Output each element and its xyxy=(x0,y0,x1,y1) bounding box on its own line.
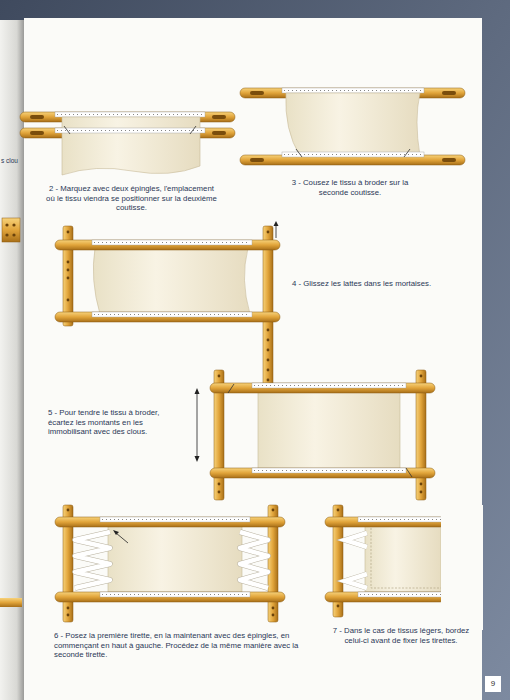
cut-off-text: s clou xyxy=(1,156,27,166)
step-caption: 7 - Dans le cas de tissus légers, bordez… xyxy=(326,626,476,645)
step-caption: 6 - Posez la première tirette, en la mai… xyxy=(54,631,306,660)
page-number: 9 xyxy=(485,676,501,692)
step-caption: 4 - Glissez les lattes dans les mortaise… xyxy=(292,279,467,289)
step-caption: 3 - Cousez le tissu à broder sur la seco… xyxy=(290,178,410,197)
step-caption: 5 - Pour tendre le tissu à broder, écart… xyxy=(48,408,178,437)
step-caption: 2 - Marquez avec deux épingles, l'emplac… xyxy=(44,184,219,213)
